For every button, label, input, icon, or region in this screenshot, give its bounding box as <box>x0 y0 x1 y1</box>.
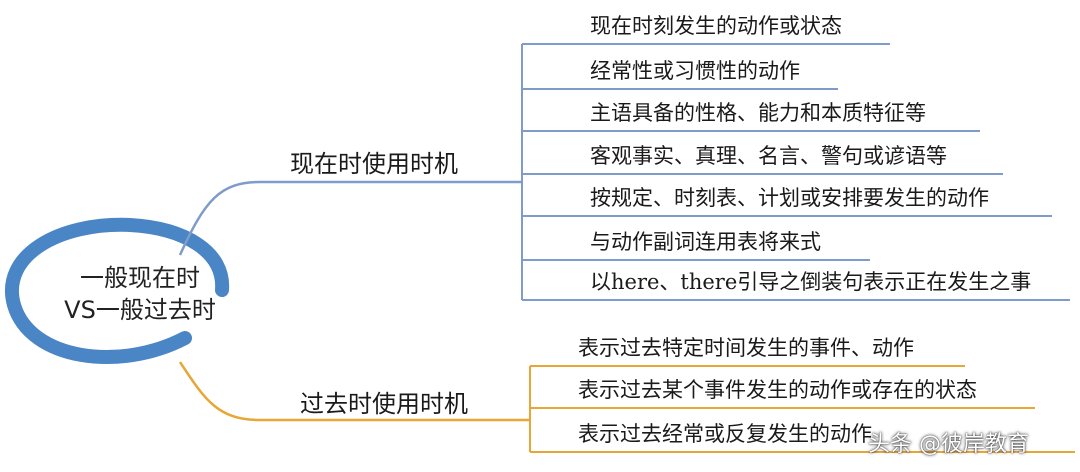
leaf-item-present-4: 客观事实、真理、名言、警句或谚语等 <box>590 144 947 168</box>
leaf-item-present-5: 按规定、时刻表、计划或安排要发生的动作 <box>590 186 989 210</box>
leaf-item-present-6: 与动作副词连用表将来式 <box>590 230 821 254</box>
center-title-line1: 一般现在时 <box>80 264 200 292</box>
leaf-item-past-2: 表示过去某个事件发生的动作或存在的状态 <box>578 378 977 402</box>
leaf-item-present-1: 现在时刻发生的动作或状态 <box>590 14 842 38</box>
branch-label-past: 过去时使用时机 <box>300 390 468 418</box>
center-node: 一般现在时 VS一般过去时 <box>40 262 240 326</box>
leaf-item-present-3: 主语具备的性格、能力和本质特征等 <box>590 101 926 125</box>
blue-branch-connector <box>178 180 522 256</box>
leaf-item-past-3: 表示过去经常或反复发生的动作 <box>578 422 872 446</box>
leaf-item-present-2: 经常性或习惯性的动作 <box>590 59 800 83</box>
branch-label-present: 现在时使用时机 <box>290 150 458 178</box>
watermark: 头条 @彼岸教育 <box>868 432 1029 457</box>
orange-branch-connector <box>178 361 530 422</box>
leaf-item-past-1: 表示过去特定时间发生的事件、动作 <box>578 336 914 360</box>
center-ring-icon <box>5 217 230 364</box>
center-title-line2: VS一般过去时 <box>64 296 216 324</box>
leaf-item-present-7: 以here、there引导之倒装句表示正在发生之事 <box>590 270 1032 294</box>
